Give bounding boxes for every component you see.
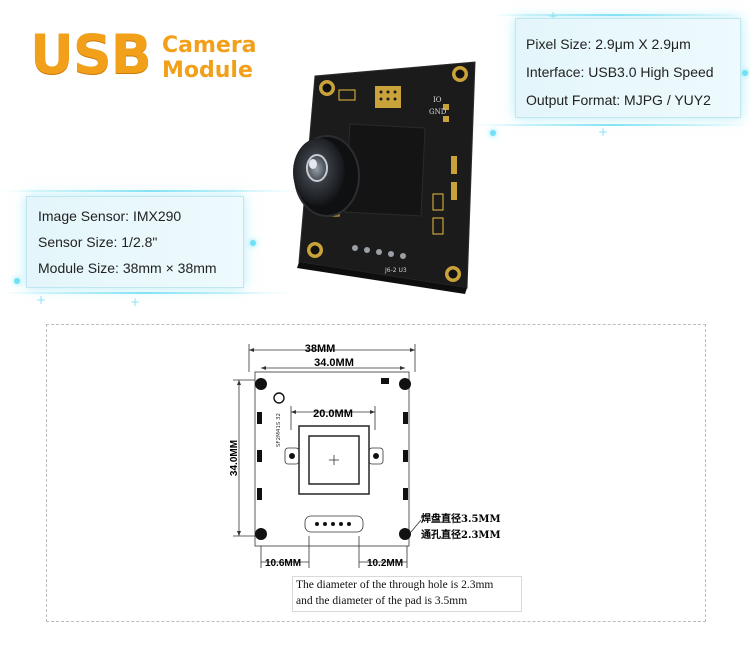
dimension-diagram-panel <box>46 324 706 622</box>
spec-module-size: Module Size: 38mm × 38mm <box>38 260 217 276</box>
glow-line <box>0 292 290 294</box>
plus-icon: + <box>548 9 559 23</box>
note-box <box>292 576 522 612</box>
dim-10-6mm: 10.6MM <box>265 558 301 569</box>
camera-module-image: IO GND J6-2 U3 <box>293 61 476 294</box>
glow-dot <box>250 240 256 246</box>
module-title: Module <box>162 58 253 83</box>
glow-line <box>0 190 300 192</box>
plus-icon: + <box>130 295 141 309</box>
dim-10-2mm: 10.2MM <box>367 558 403 569</box>
spec-pixel-size: Pixel Size: 2.9μm X 2.9μm <box>526 36 691 52</box>
dim-20mm: 20.0MM <box>313 408 353 420</box>
plus-icon: + <box>36 293 47 307</box>
spec-output-format: Output Format: MJPG / YUY2 <box>526 92 711 108</box>
silk-gnd: GND <box>429 108 447 116</box>
usb-title: USB <box>30 23 152 86</box>
glow-dot <box>14 278 20 284</box>
silk-version: J6-2 U3 <box>384 267 407 274</box>
spec-box-right <box>515 18 741 118</box>
board-silk-text: SF2M41S 32 <box>276 413 282 447</box>
pad-diameter-cn: 焊盘直径3.5MM <box>421 512 501 525</box>
glow-line <box>470 124 750 126</box>
plus-icon: + <box>598 125 609 139</box>
silk-io: IO <box>433 96 442 104</box>
dim-34mm-side: 34.0MM <box>229 440 240 476</box>
spec-sensor-size: Sensor Size: 1/2.8" <box>38 234 158 250</box>
note-line-1: The diameter of the through hole is 2.3m… <box>296 579 494 591</box>
glow-line <box>490 14 740 16</box>
dimension-drawing: 38MM 34.0MM 20.0MM 34.0MM 10.6MM 10.2MM … <box>229 343 501 569</box>
glow-dot <box>490 130 496 136</box>
spec-image-sensor: Image Sensor: IMX290 <box>38 208 182 224</box>
dim-38mm: 38MM <box>305 343 336 355</box>
note-line-2: and the diameter of the pad is 3.5mm <box>296 595 468 607</box>
dim-34mm-top: 34.0MM <box>314 357 354 369</box>
glow-dot <box>742 70 748 76</box>
spec-box-left <box>26 196 244 288</box>
spec-interface: Interface: USB3.0 High Speed <box>526 64 714 80</box>
hole-diameter-cn: 通孔直径2.3MM <box>421 528 501 541</box>
camera-title: Camera <box>162 33 257 58</box>
